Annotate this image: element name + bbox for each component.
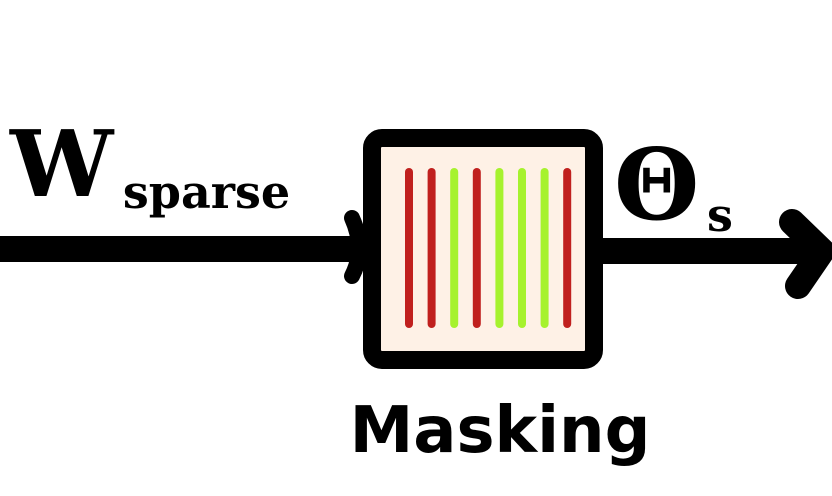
masking-block [363, 129, 603, 369]
input-label-symbol: W [9, 110, 115, 218]
output-arrowhead [779, 209, 832, 299]
output-label: Θ s [614, 128, 733, 243]
input-arrowhead [344, 210, 367, 284]
input-label-subscript: sparse [123, 165, 290, 219]
input-label: W sparse [9, 110, 290, 219]
mask-stripes [405, 168, 572, 328]
masking-block-frame [363, 129, 603, 369]
output-label-symbol: Θ [614, 128, 699, 243]
output-label-subscript: s [707, 188, 733, 242]
masking-caption: Masking [350, 394, 651, 468]
